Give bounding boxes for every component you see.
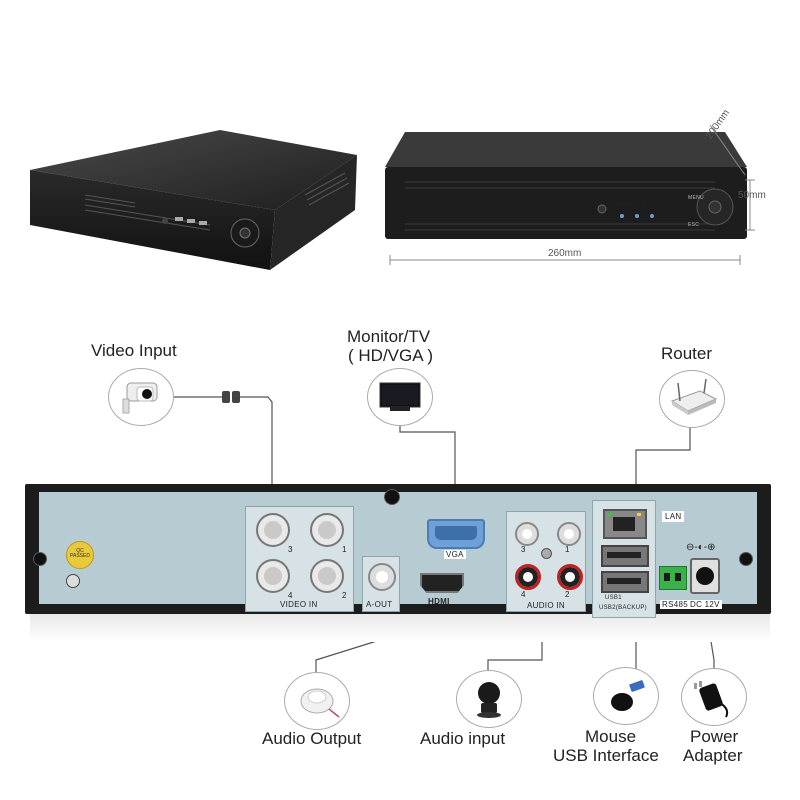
screw-icon bbox=[739, 552, 753, 566]
power-label: Power bbox=[690, 727, 739, 746]
audio-in-label: AUDIO IN bbox=[527, 601, 565, 610]
front-record-label: Record bbox=[626, 201, 644, 207]
bnc-port-1[interactable] bbox=[310, 513, 344, 547]
audio-port-number: 4 bbox=[521, 590, 526, 599]
rs485-port[interactable] bbox=[659, 566, 687, 590]
mouse-icon bbox=[593, 667, 659, 725]
microphone-icon bbox=[456, 670, 522, 728]
usb-interface-label: USB Interface bbox=[553, 746, 659, 765]
monitor-type-label: ( HD/VGA ) bbox=[348, 346, 434, 365]
usb-port-2[interactable] bbox=[601, 571, 649, 593]
front-menu-label: MENU bbox=[688, 195, 704, 201]
router-icon bbox=[659, 370, 725, 428]
monitor-icon bbox=[367, 368, 433, 426]
router-label: Router bbox=[661, 344, 713, 363]
audio-port-number: 2 bbox=[565, 590, 570, 599]
lan-label: LAN bbox=[662, 511, 685, 522]
screw-icon bbox=[33, 552, 47, 566]
audio-port-number: 1 bbox=[565, 545, 570, 554]
lan-port[interactable] bbox=[603, 509, 647, 539]
vga-port[interactable] bbox=[427, 519, 485, 549]
ground-icon bbox=[66, 574, 80, 588]
video-port-number: 2 bbox=[342, 591, 347, 600]
height-dimension: 50mm bbox=[738, 190, 766, 201]
usb1-label: USB1 bbox=[605, 595, 622, 601]
monitor-label: Monitor/TV bbox=[347, 327, 431, 346]
video-in-label: VIDEO IN bbox=[280, 600, 318, 609]
audio-in-port-2[interactable] bbox=[557, 564, 583, 590]
audio-port-number: 3 bbox=[521, 545, 526, 554]
bnc-port-3[interactable] bbox=[256, 513, 290, 547]
video-in-group: 3 1 4 2 VIDEO IN bbox=[245, 506, 354, 612]
rear-panel-reflection bbox=[30, 612, 770, 642]
front-esc-label: ESC bbox=[688, 222, 700, 228]
audio-in-port-4[interactable] bbox=[515, 564, 541, 590]
rs485-label: RS485 bbox=[660, 600, 690, 609]
hdmi-label: HDMI bbox=[428, 597, 450, 606]
front-alarm-label: Alarm bbox=[643, 201, 658, 207]
power-adapter-icon bbox=[681, 668, 747, 726]
dc-label: DC 12V bbox=[688, 600, 722, 609]
speaker-icon bbox=[284, 672, 350, 730]
dimension-lines bbox=[389, 124, 755, 265]
video-input-label: Video Input bbox=[91, 341, 177, 360]
hdmi-port[interactable] bbox=[420, 573, 464, 593]
audio-out-group: A-OUT bbox=[362, 556, 400, 612]
adapter-label: Adapter bbox=[683, 746, 743, 765]
audio-out-port[interactable] bbox=[368, 563, 396, 591]
audio-input-label: Audio input bbox=[420, 729, 506, 748]
audio-output-label: Audio Output bbox=[262, 729, 362, 748]
usb-port-1[interactable] bbox=[601, 545, 649, 567]
dvr-front-view bbox=[385, 132, 750, 242]
mouse-label: Mouse bbox=[585, 727, 637, 746]
audio-in-group: 3 1 4 2 AUDIO IN bbox=[506, 511, 586, 612]
qc-sticker: QC PASSED bbox=[66, 541, 94, 569]
lan-usb-group: USB1 USB2(BACKUP) bbox=[592, 500, 656, 618]
usb2-label: USB2(BACKUP) bbox=[599, 605, 647, 611]
qc-label: QC PASSED bbox=[70, 548, 90, 559]
a-out-label: A-OUT bbox=[366, 600, 393, 609]
front-power-label: Power bbox=[611, 201, 627, 207]
audio-in-port-3[interactable] bbox=[515, 522, 539, 546]
width-dimension: 260mm bbox=[545, 248, 585, 259]
video-port-number: 4 bbox=[288, 591, 293, 600]
dc-polarity-icon: ⊖-◐-⊕ bbox=[686, 542, 716, 553]
vga-label: VGA bbox=[444, 550, 466, 559]
video-port-number: 3 bbox=[288, 545, 293, 554]
bnc-port-2[interactable] bbox=[310, 559, 344, 593]
bnc-port-4[interactable] bbox=[256, 559, 290, 593]
dc-power-port[interactable] bbox=[690, 558, 720, 594]
screw-icon bbox=[384, 489, 400, 505]
audio-in-port-1[interactable] bbox=[557, 522, 581, 546]
video-port-number: 1 bbox=[342, 545, 347, 554]
screw-icon bbox=[541, 548, 552, 559]
dvr-angled-view bbox=[25, 125, 360, 275]
camera-icon bbox=[108, 368, 174, 426]
